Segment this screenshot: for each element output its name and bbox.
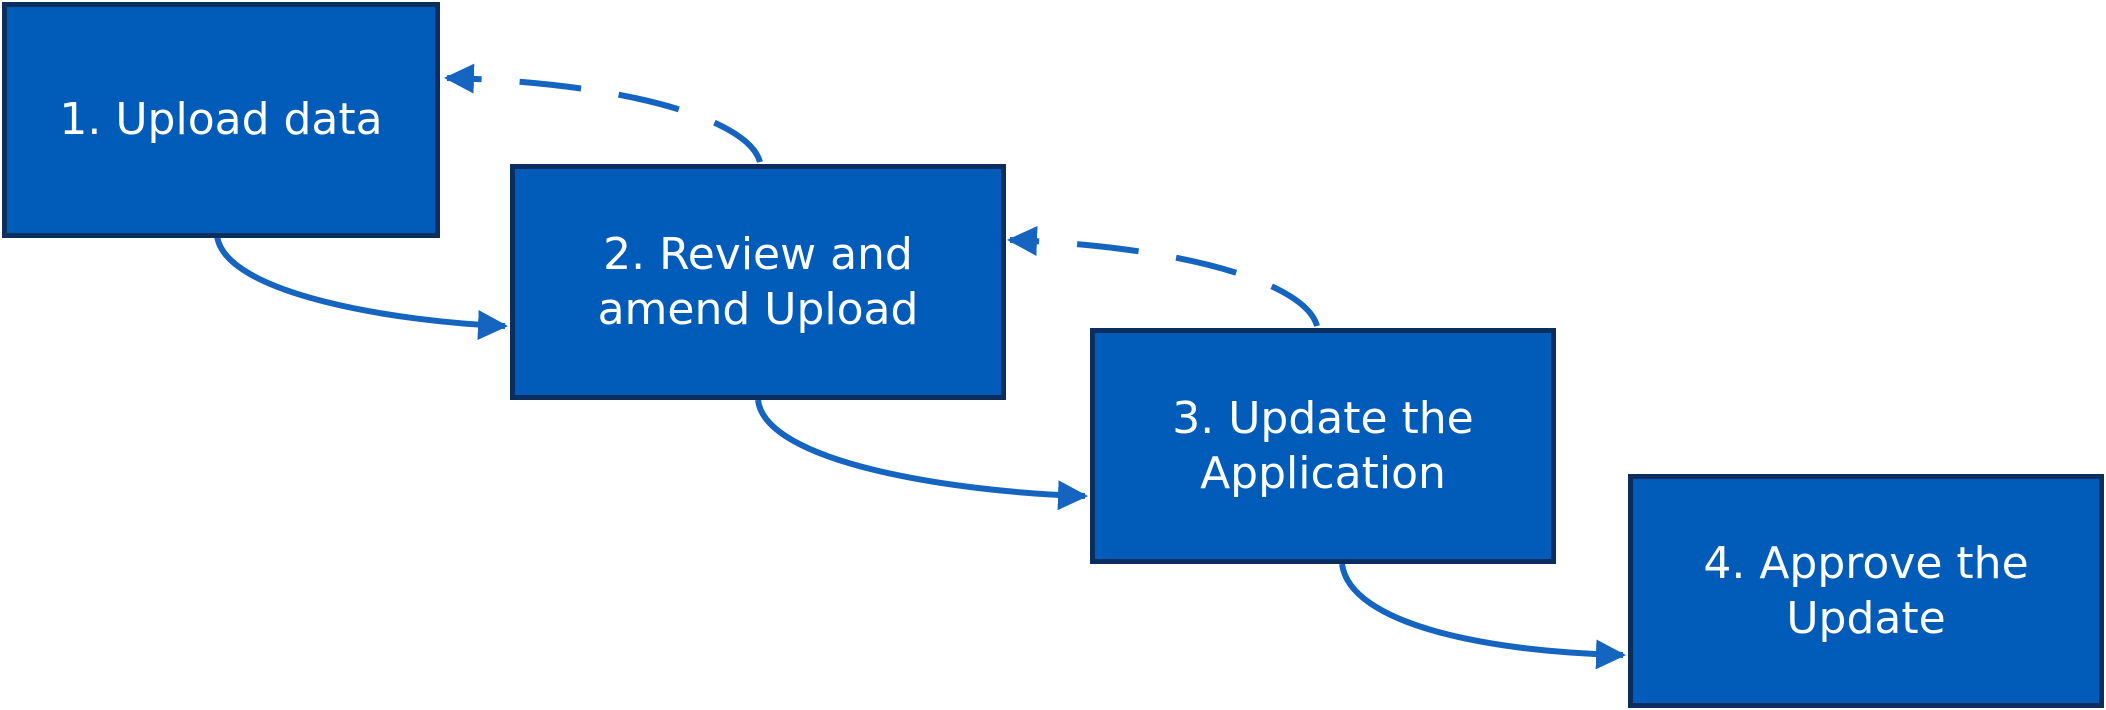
- dashed-back-arrow-5: [1007, 225, 1320, 328]
- step-2-review-amend-box: 2. Review and amend Upload: [510, 164, 1006, 400]
- step-1-upload-data-box: 1. Upload data: [2, 2, 440, 238]
- forward-arrow-2: [755, 399, 1088, 511]
- dashed-back-arrow-4: [444, 63, 763, 164]
- forward-arrow-3: [1339, 563, 1626, 670]
- step-4-label: 4. Approve the Update: [1703, 537, 2029, 644]
- step-2-label: 2. Review and amend Upload: [597, 228, 919, 335]
- forward-arrow-1: [214, 235, 508, 340]
- step-3-update-application-box: 3. Update the Application: [1090, 328, 1556, 564]
- step-1-label: 1. Upload data: [59, 94, 383, 146]
- step-3-label: 3. Update the Application: [1172, 392, 1474, 499]
- step-4-approve-update-box: 4. Approve the Update: [1628, 474, 2104, 708]
